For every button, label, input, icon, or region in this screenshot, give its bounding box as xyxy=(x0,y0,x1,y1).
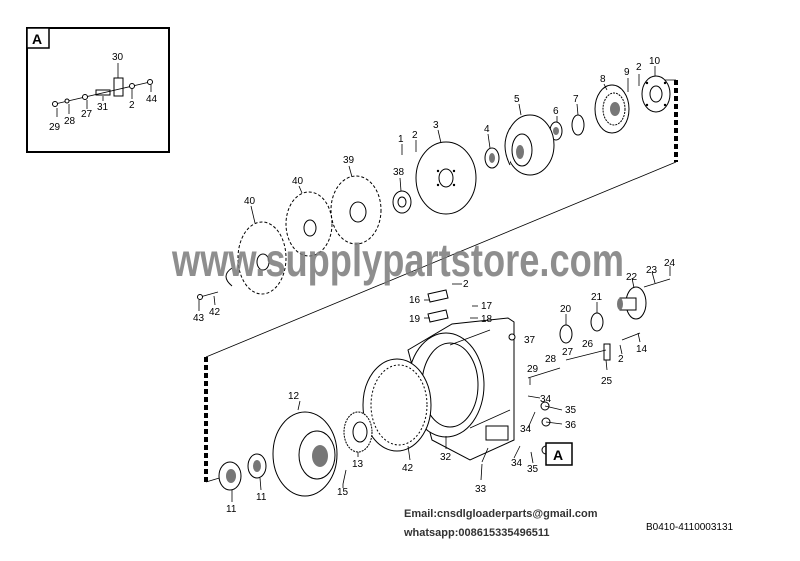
label-34-lower: 34 xyxy=(511,458,523,469)
label-2-flex: 2 xyxy=(412,130,418,141)
part-32-housing xyxy=(407,317,515,461)
dashed-connectors xyxy=(204,79,678,483)
contact-email: Email:cnsdlgloaderparts@gmail.com xyxy=(404,508,598,520)
label-8: 8 xyxy=(600,74,606,85)
label-30: 30 xyxy=(112,52,124,63)
label-4: 4 xyxy=(484,124,490,135)
part-39-disc xyxy=(330,175,382,245)
part-7-snap-ring xyxy=(571,114,585,136)
inset-bracket-part xyxy=(52,77,153,107)
label-44: 44 xyxy=(146,94,158,105)
label-39: 39 xyxy=(343,155,355,166)
label-21: 21 xyxy=(591,292,603,303)
callout-tag: A xyxy=(553,447,563,463)
part-42-gasket xyxy=(362,358,432,452)
label-16: 16 xyxy=(409,295,421,306)
label-33: 33 xyxy=(475,484,487,495)
label-34-upper: 34 xyxy=(540,394,552,405)
lower-leaders xyxy=(231,266,671,502)
part-10-plate xyxy=(641,75,671,113)
label-35-lower: 35 xyxy=(527,464,539,475)
label-36: 36 xyxy=(565,420,577,431)
label-6: 6 xyxy=(553,106,559,117)
label-28-lower: 28 xyxy=(545,354,557,365)
part-8-gear xyxy=(594,84,630,134)
label-27-lower: 27 xyxy=(562,347,574,358)
watermark-text: www.supplypartstore.com xyxy=(171,234,624,286)
label-43: 43 xyxy=(193,313,205,324)
label-14: 14 xyxy=(636,344,648,355)
label-3: 3 xyxy=(433,120,439,131)
label-35-upper: 35 xyxy=(565,405,577,416)
callout-a: A xyxy=(545,442,573,466)
drawing-code: B0410-4110003131 xyxy=(646,522,734,533)
part-13-gear xyxy=(343,411,373,453)
label-31: 31 xyxy=(97,102,109,113)
part-4-seal xyxy=(484,147,500,169)
label-27: 27 xyxy=(81,109,93,120)
upper-leaders xyxy=(198,66,656,311)
label-17: 17 xyxy=(481,301,493,312)
label-29: 29 xyxy=(49,122,61,133)
label-29-lower: 29 xyxy=(527,364,539,375)
part-43-bolt xyxy=(197,291,219,300)
part-42-ring xyxy=(225,267,233,287)
label-25: 25 xyxy=(601,376,613,387)
label-19: 19 xyxy=(409,314,421,325)
label-23: 23 xyxy=(646,265,658,276)
label-9: 9 xyxy=(624,67,630,78)
contact-whatsapp: whatsapp:008615335496511 xyxy=(403,527,550,539)
label-40-left: 40 xyxy=(244,196,256,207)
part-20-ring xyxy=(559,324,573,344)
inset-tag: A xyxy=(32,31,42,47)
label-28: 28 xyxy=(64,116,76,127)
part-22-flange xyxy=(617,286,647,320)
label-32: 32 xyxy=(440,452,452,463)
label-1: 1 xyxy=(398,134,404,145)
part-11-seals xyxy=(218,453,267,491)
part-3-flexplate xyxy=(415,141,477,215)
label-38: 38 xyxy=(393,167,405,178)
label-34-mid: 34 xyxy=(520,424,532,435)
label-42-ring: 42 xyxy=(209,307,221,318)
label-10: 10 xyxy=(649,56,661,67)
inset-box-a: A 30 44 2 31 27 28 29 xyxy=(26,27,170,153)
label-2-housing: 2 xyxy=(463,279,469,290)
label-18: 18 xyxy=(481,314,493,325)
part-40-disc-center xyxy=(285,191,333,257)
label-15: 15 xyxy=(337,487,349,498)
part-21-ring xyxy=(590,312,604,332)
label-12: 12 xyxy=(288,391,300,402)
part-16-19-plates xyxy=(427,289,449,323)
label-40-center: 40 xyxy=(292,176,304,187)
label-7: 7 xyxy=(573,94,579,105)
label-24: 24 xyxy=(664,258,676,269)
label-22: 22 xyxy=(626,272,638,283)
part-25-bracket xyxy=(603,343,611,361)
label-2: 2 xyxy=(129,100,135,111)
label-11-left: 11 xyxy=(226,504,237,515)
label-26: 26 xyxy=(582,339,594,350)
part-12-cover xyxy=(272,411,338,497)
label-37: 37 xyxy=(524,335,536,346)
label-5: 5 xyxy=(514,94,520,105)
label-13: 13 xyxy=(352,459,364,470)
part-40-disc-left xyxy=(237,221,287,295)
label-2-top: 2 xyxy=(636,62,642,73)
label-11-right: 11 xyxy=(256,492,267,503)
part-38-spacer xyxy=(392,190,412,214)
part-5-converter xyxy=(504,114,555,176)
label-2-bracket: 2 xyxy=(618,354,624,365)
label-42-gasket: 42 xyxy=(402,463,414,474)
label-20: 20 xyxy=(560,304,572,315)
